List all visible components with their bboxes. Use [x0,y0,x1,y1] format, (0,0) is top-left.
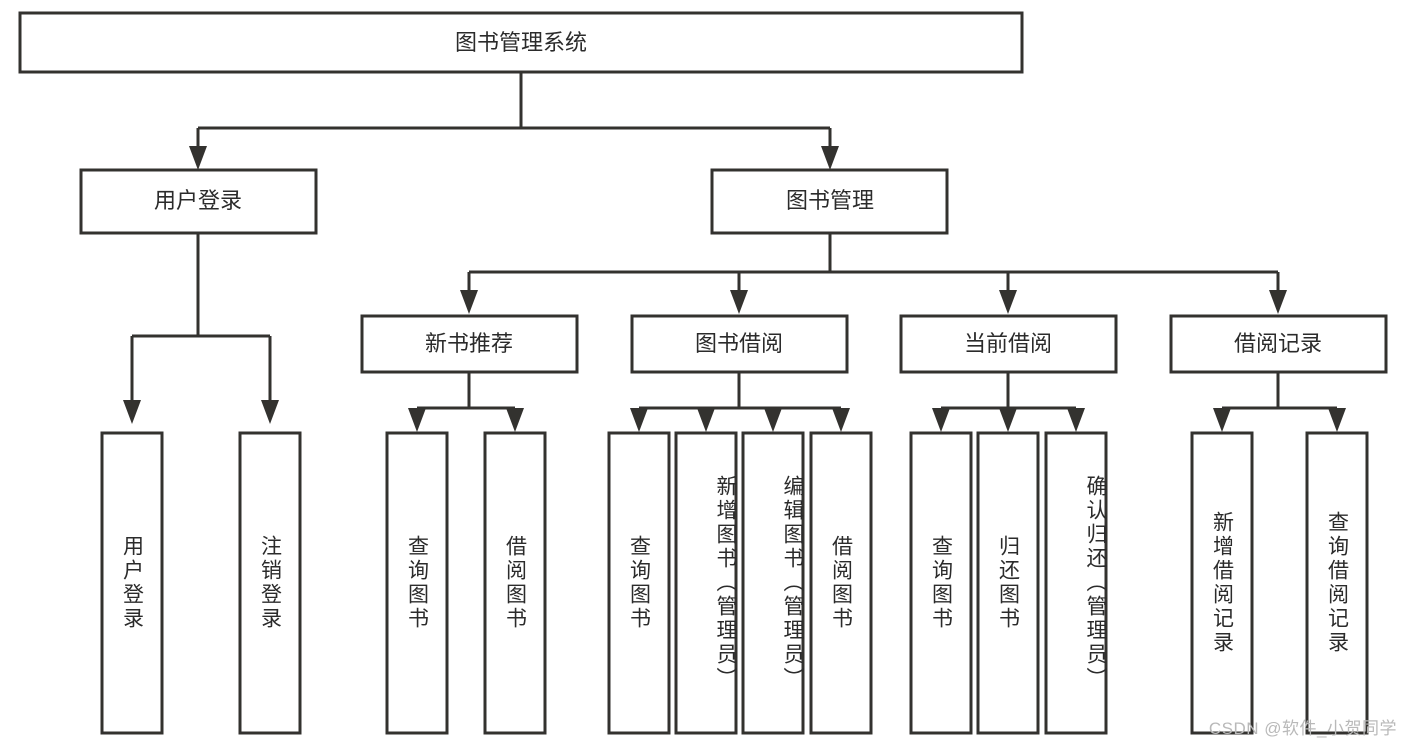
leaf-add-borrow-record-box[interactable] [1190,431,1254,735]
node-borrow-record-label: 借阅记录 [1234,331,1322,356]
node-current-borrow[interactable]: 当前借阅 [899,314,1118,374]
connector-group-book-borrow [630,372,850,432]
node-new-book-recommend-box[interactable] [360,314,579,374]
connector-group-book-management [460,233,1287,314]
leaf-confirm-return-admin-box[interactable] [1044,431,1108,735]
leaf-add-book-admin-box[interactable] [674,431,738,735]
node-borrow-record-box[interactable] [1169,314,1388,374]
leaf-query-book-1-box[interactable] [385,431,449,735]
leaf-query-book-2-box[interactable] [607,431,671,735]
node-user-login-label: 用户登录 [154,188,242,213]
node-new-book-recommend-label: 新书推荐 [425,331,513,356]
connector-group-user-login [123,233,279,424]
leaf-edit-book-admin-box[interactable] [741,431,805,735]
node-root[interactable]: 图书管理系统 [18,11,1024,74]
leaf-boxes-current-borrow [909,431,1108,735]
node-book-management-label: 图书管理 [786,188,874,213]
node-book-borrow-label: 图书借阅 [695,331,783,356]
node-current-borrow-box[interactable] [899,314,1118,374]
node-book-borrow-box[interactable] [630,314,849,374]
leaf-borrow-book-1-box[interactable] [483,431,547,735]
connector-group-borrow-record [1213,372,1346,432]
leaf-boxes-new-book-recommend [385,431,547,735]
leaf-borrow-book-2-box[interactable] [809,431,873,735]
leaf-logout-login-box[interactable] [238,431,302,735]
node-book-management-box[interactable] [710,168,949,235]
connector-group-root [189,72,839,170]
leaf-user-login-box[interactable] [100,431,164,735]
node-user-login[interactable]: 用户登录 [79,168,318,235]
connector-group-new-book-recommend [408,372,524,432]
node-current-borrow-label: 当前借阅 [964,331,1052,356]
connector-group-current-borrow [932,372,1085,432]
leaf-return-book-box[interactable] [976,431,1040,735]
node-book-management[interactable]: 图书管理 [710,168,949,235]
node-new-book-recommend[interactable]: 新书推荐 [360,314,579,374]
csdn-watermark: CSDN @软件_小贺同学 [1208,719,1397,738]
node-root-box[interactable] [18,11,1024,74]
leaf-boxes-borrow-record [1190,431,1369,735]
leaf-query-borrow-record-box[interactable] [1305,431,1369,735]
leaf-boxes-book-borrow [607,431,873,735]
leaf-query-book-3-box[interactable] [909,431,973,735]
node-user-login-box[interactable] [79,168,318,235]
node-root-label: 图书管理系统 [455,30,587,55]
node-borrow-record[interactable]: 借阅记录 [1169,314,1388,374]
node-book-borrow[interactable]: 图书借阅 [630,314,849,374]
leaf-boxes-user-login [100,431,302,735]
